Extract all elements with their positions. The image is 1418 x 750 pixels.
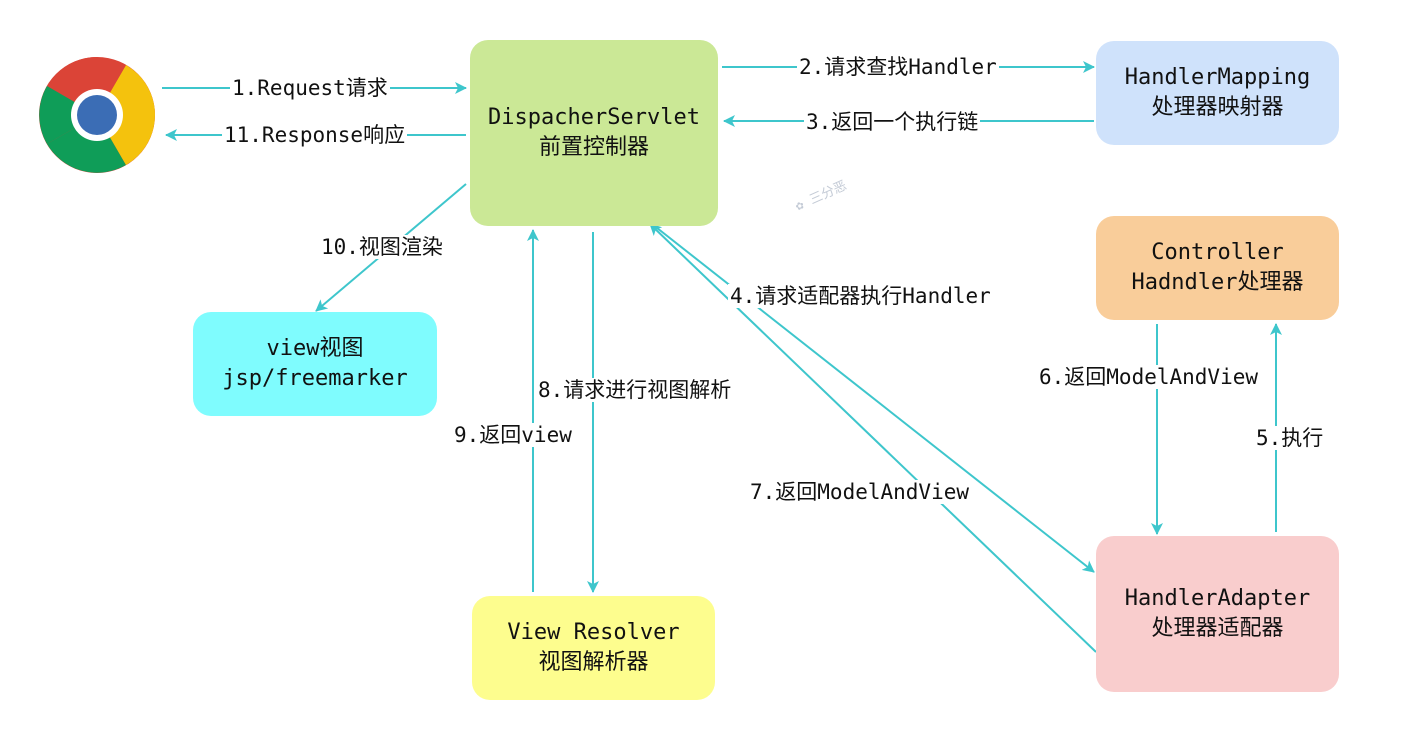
controller-box: Controller Hadndler处理器 [1096,216,1339,320]
label-find-handler: 2.请求查找Handler [797,55,999,79]
dispatcher-servlet-title: DispacherServlet [488,105,700,130]
view-resolver-title: View Resolver [507,620,680,645]
handler-mapping-box: HandlerMapping 处理器映射器 [1096,41,1339,145]
arrow-request-adapter [651,223,1095,573]
chrome-browser-icon [39,57,155,173]
label-return-view: 9.返回view [452,423,574,447]
label-resolve-view: 8.请求进行视图解析 [536,378,734,402]
handler-mapping-subtitle: 处理器映射器 [1151,95,1284,120]
label-response: 11.Response响应 [222,123,408,147]
view-box: view视图 jsp/freemarker [193,312,437,416]
controller-title: Controller [1151,240,1284,265]
label-return-mav-adapter: 6.返回ModelAndView [1037,365,1261,389]
label-return-mav-dispatcher: 7.返回ModelAndView [748,480,972,504]
view-resolver-subtitle: 视图解析器 [538,650,649,675]
handler-adapter-subtitle: 处理器适配器 [1151,616,1284,641]
label-request: 1.Request请求 [230,76,390,100]
dispatcher-servlet-box: DispacherServlet 前置控制器 [470,40,718,226]
label-request-adapter: 4.请求适配器执行Handler [728,284,993,308]
view-resolver-box: View Resolver 视图解析器 [472,596,715,700]
label-execute: 5.执行 [1254,426,1326,450]
arrow-return-mav-dispatcher [649,223,1097,653]
handler-adapter-box: HandlerAdapter 处理器适配器 [1096,536,1339,692]
view-subtitle: jsp/freemarker [222,366,408,391]
dispatcher-servlet-subtitle: 前置控制器 [538,135,649,160]
handler-adapter-title: HandlerAdapter [1124,586,1311,611]
label-render: 10.视图渲染 [319,235,445,259]
controller-subtitle: Hadndler处理器 [1131,270,1304,295]
handler-mapping-title: HandlerMapping [1124,65,1311,90]
view-title: view视图 [266,336,364,361]
label-return-chain: 3.返回一个执行链 [804,110,981,134]
